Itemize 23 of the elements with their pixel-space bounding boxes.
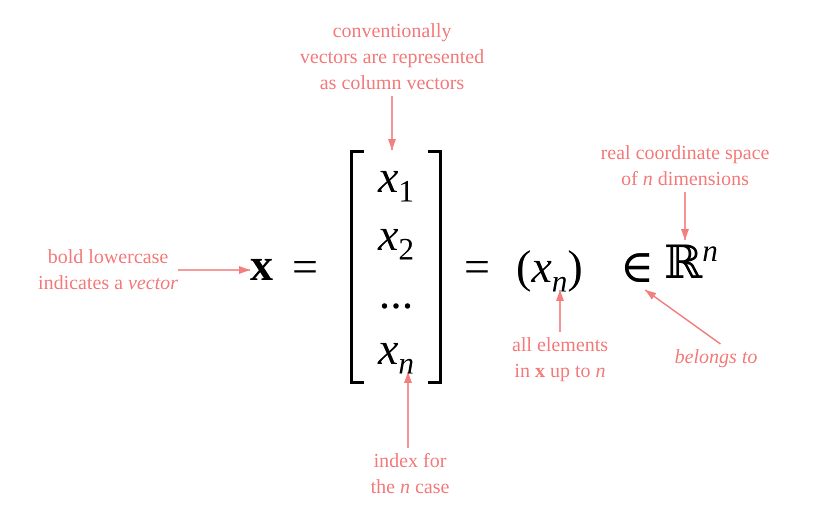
leader-arrow — [388, 96, 396, 150]
annotation-text: all elements in x up to n — [512, 332, 608, 384]
real-space-symbol: ℝ$^{n}$ — [664, 240, 718, 286]
element-of-symbol: ∈ — [620, 244, 654, 290]
vector-entry: x$_{n}$ — [378, 326, 414, 372]
leader-arrow — [178, 266, 250, 274]
vector-entry: x$_{1}$ — [378, 154, 414, 200]
equals-sign: = — [292, 244, 318, 290]
annotation-text: real coordinate space of n dimensions — [600, 140, 770, 192]
annotation-text: conventionally vectors are represented as column vectors — [300, 18, 484, 96]
vector-symbol: x — [250, 242, 273, 288]
equals-sign: = — [464, 244, 490, 290]
leader-arrow — [681, 192, 689, 240]
leader-arrow — [644, 289, 721, 345]
sequence-notation: (x$_{n}$) — [516, 244, 583, 290]
leader-arrow — [404, 372, 412, 448]
leader-arrow — [556, 290, 564, 332]
annotation-text: index for the n case — [370, 448, 450, 500]
ellipsis: ... — [378, 270, 414, 316]
annotation-text: bold lowercase indicates a vector — [38, 244, 178, 296]
column-vector-matrix — [350, 150, 442, 384]
vector-entry: x$_{2}$ — [378, 212, 414, 258]
annotation-text: belongs to — [674, 344, 758, 370]
